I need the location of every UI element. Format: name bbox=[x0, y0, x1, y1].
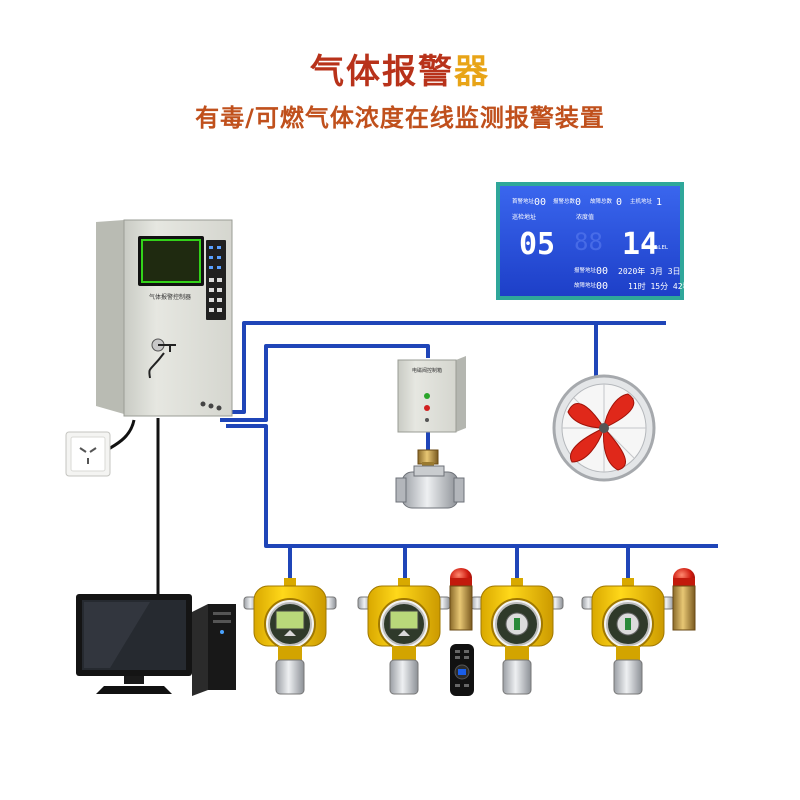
wire-to-valve-box bbox=[220, 344, 430, 422]
wall-socket bbox=[65, 431, 111, 477]
lcd-patrol-addr-label: 巡检地址 bbox=[512, 213, 536, 221]
lcd-alarm-addr-value: 00 bbox=[534, 197, 546, 208]
lcd-fault-total-value: 0 bbox=[616, 197, 622, 208]
lcd-concentration-value: 14 bbox=[622, 227, 658, 262]
page-title: 气体报警器 bbox=[0, 44, 800, 93]
lcd-host-addr-value: 1 bbox=[656, 197, 662, 208]
alarm-lamps bbox=[449, 568, 696, 631]
lcd-fault-addr-value: 00 bbox=[596, 281, 608, 292]
gas-detector bbox=[243, 578, 337, 695]
lcd-alarm-addr-label: 首警地址 bbox=[512, 197, 535, 205]
lcd-time: 11时 15分 42秒 bbox=[628, 281, 691, 291]
cables bbox=[103, 418, 160, 596]
remote-control bbox=[450, 644, 474, 696]
lcd-ghost-digits: 88 bbox=[574, 228, 603, 256]
lcd-fault-total-label: 故障总数 bbox=[590, 197, 613, 205]
title-main: 气体报警 bbox=[310, 52, 454, 92]
lcd-alarm-total-label: 报警总数 bbox=[553, 197, 576, 205]
valve-box-label: 电磁阀控制箱 bbox=[412, 367, 442, 374]
lcd-panel: 首警地址 00 报警总数 0 故障总数 0 主机地址 1 巡检地址 浓度值 05… bbox=[496, 182, 691, 300]
lcd-alarm-total-value: 0 bbox=[575, 197, 581, 208]
lcd-unit: %LEL bbox=[655, 245, 669, 251]
alarm-lamp bbox=[449, 568, 473, 631]
page-subtitle: 有毒/可燃气体浓度在线监测报警装置 bbox=[195, 104, 605, 132]
lcd-date: 2020年 3月 3日 bbox=[618, 266, 681, 276]
lcd-concentration-label: 浓度值 bbox=[576, 213, 594, 221]
lcd-alarm-addr2-value: 00 bbox=[596, 266, 608, 277]
exhaust-fan bbox=[552, 374, 656, 482]
gas-detectors bbox=[243, 578, 675, 695]
gas-detector bbox=[357, 578, 451, 695]
lcd-patrol-value: 05 bbox=[519, 227, 555, 262]
lcd-host-addr-label: 主机地址 bbox=[630, 197, 653, 205]
controller-screen bbox=[141, 239, 201, 283]
alarm-lamp bbox=[672, 568, 696, 631]
pc-tower bbox=[192, 604, 236, 696]
wire-to-detectors bbox=[226, 424, 718, 548]
gas-detector bbox=[581, 578, 675, 695]
solenoid-valve bbox=[395, 449, 465, 509]
lcd-alarm-addr2-label: 报警地址 bbox=[574, 266, 597, 274]
controller-key bbox=[148, 344, 176, 379]
controller-cabinet: 气体报警控制器 bbox=[96, 219, 233, 417]
computer bbox=[76, 594, 236, 696]
gas-detector bbox=[470, 578, 564, 695]
lcd-fault-addr-label: 故障地址 bbox=[574, 281, 597, 289]
controller-screen-label: 气体报警控制器 bbox=[149, 293, 191, 301]
valve-control-box: 电磁阀控制箱 bbox=[397, 356, 466, 433]
title-accent: 器 bbox=[454, 52, 490, 92]
